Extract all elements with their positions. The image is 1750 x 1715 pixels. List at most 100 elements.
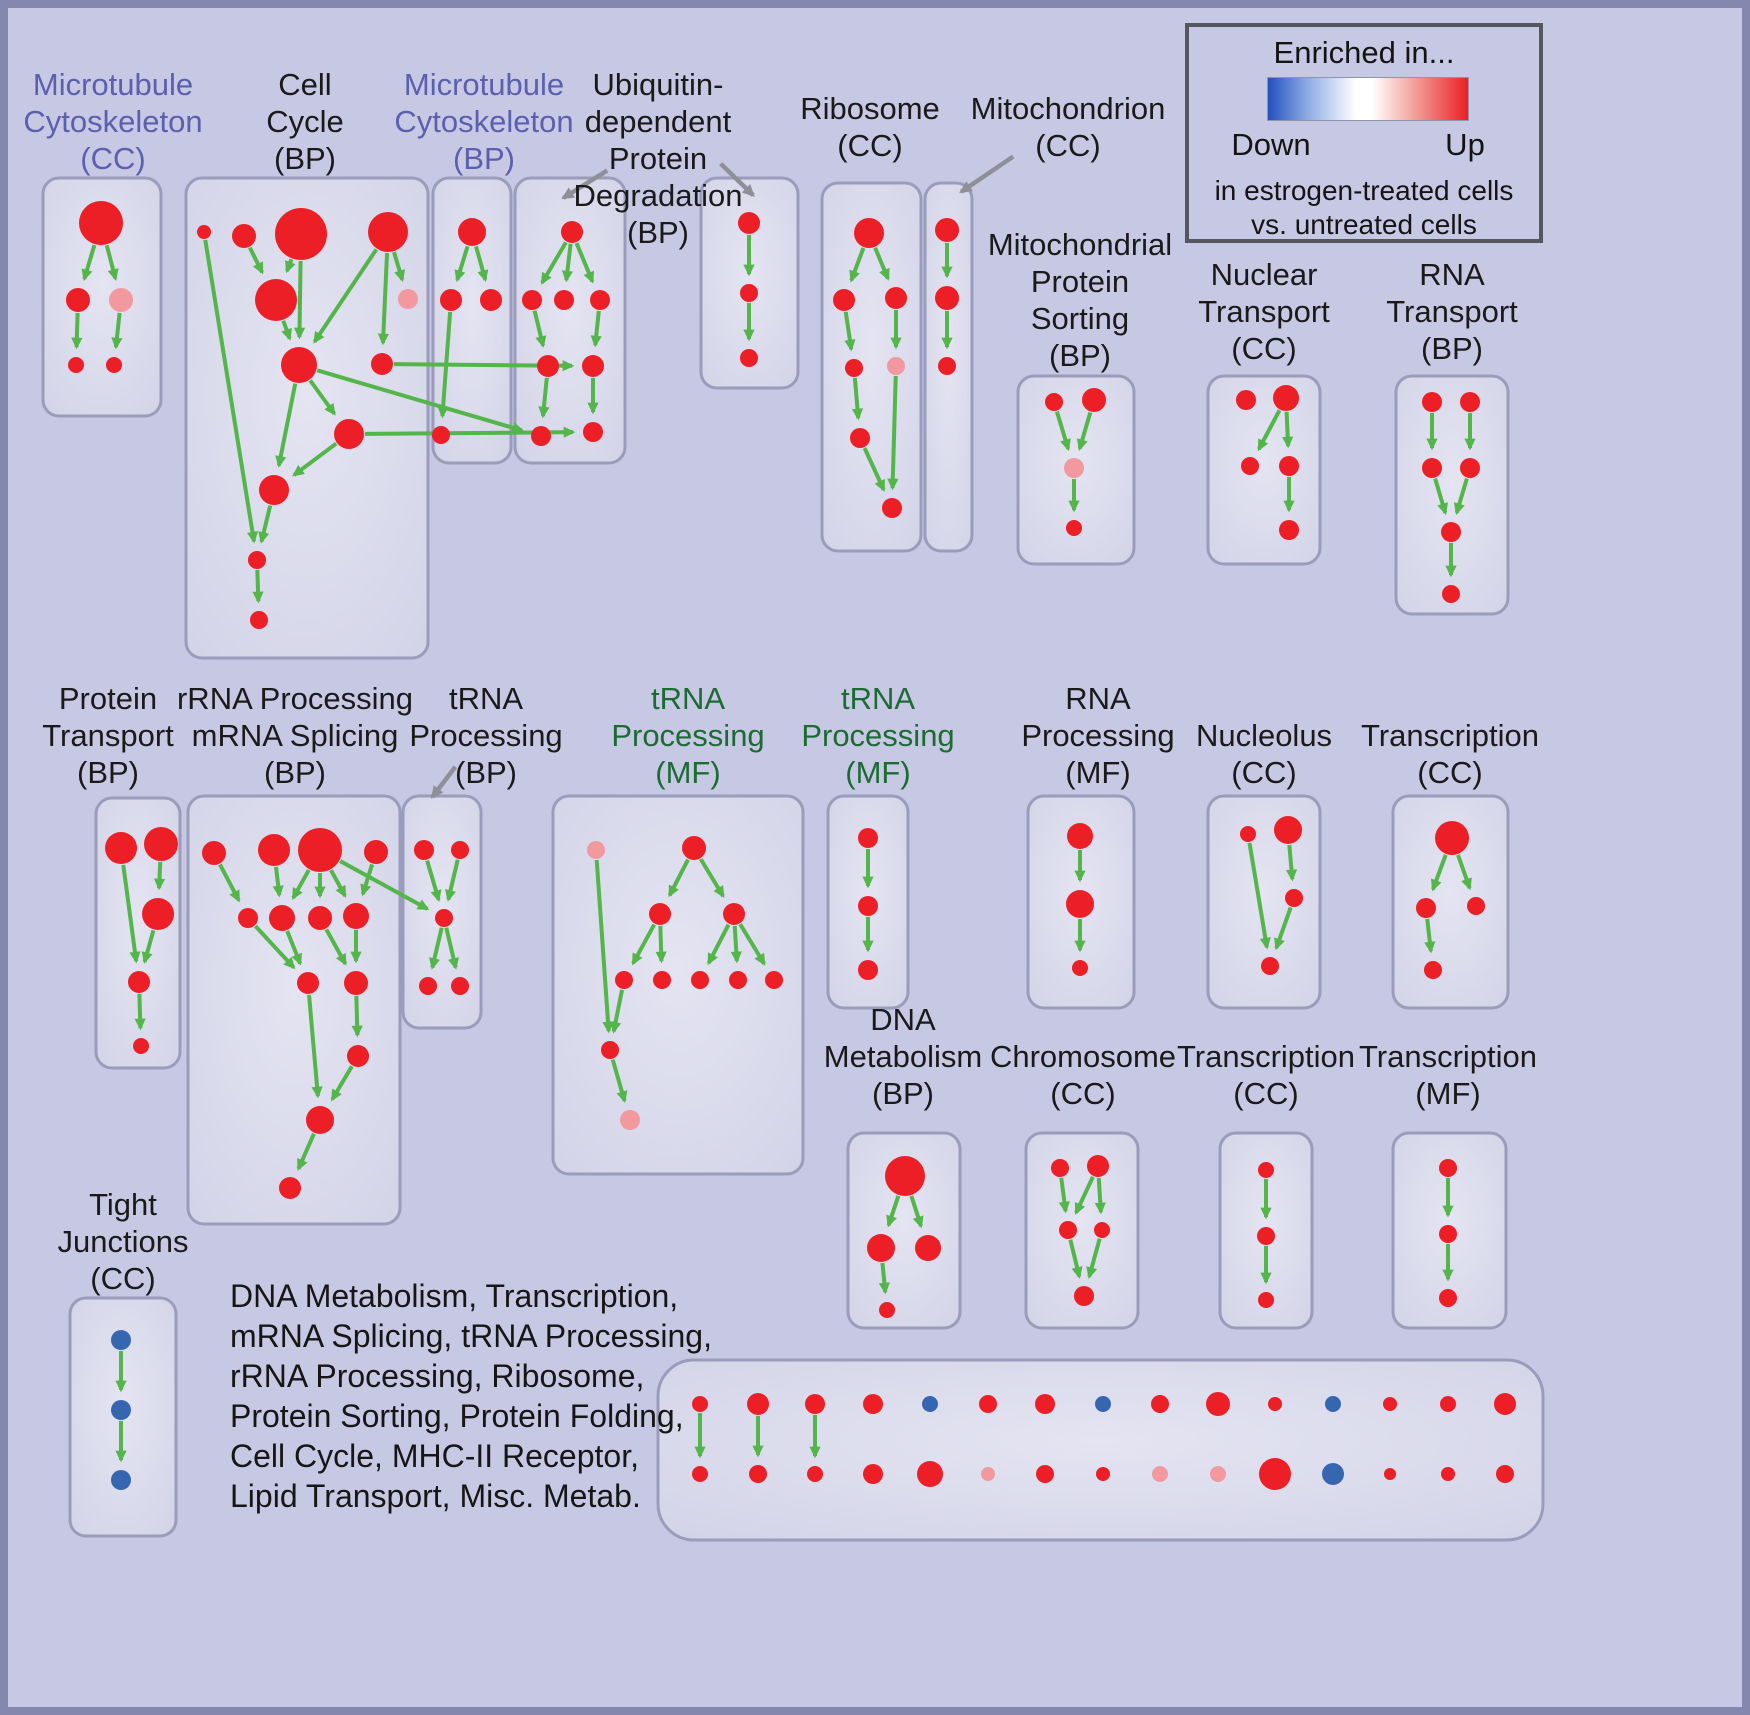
node	[259, 475, 289, 505]
node	[601, 1041, 619, 1059]
edge	[111, 312, 123, 350]
node	[111, 1400, 131, 1420]
node	[740, 284, 758, 302]
node	[371, 353, 393, 375]
node	[398, 289, 418, 309]
node	[1261, 957, 1279, 975]
edge	[203, 239, 259, 544]
caption-line: Lipid Transport, Misc. Metab.	[230, 1478, 641, 1514]
node	[863, 1394, 883, 1414]
node	[738, 212, 760, 234]
edge	[532, 310, 547, 348]
node	[807, 1466, 823, 1482]
node	[133, 1038, 149, 1054]
node	[66, 288, 90, 312]
node	[1066, 520, 1082, 536]
legend-subtitle-line1: in estrogen-treated cells	[1214, 175, 1514, 206]
node	[440, 289, 462, 311]
node	[554, 290, 574, 310]
cluster-box-ubiquitin-degradation-bp-1	[513, 176, 627, 465]
edge	[1076, 411, 1093, 452]
edge	[1094, 1177, 1106, 1215]
node	[111, 1470, 131, 1490]
edge	[360, 863, 375, 897]
cluster-box-microtubule-cytoskeleton-cc	[41, 176, 163, 418]
edge	[258, 505, 273, 544]
node	[1206, 1392, 1230, 1416]
node	[1152, 1466, 1168, 1482]
edge	[324, 928, 348, 966]
edges	[71, 235, 1476, 1463]
node	[414, 840, 434, 860]
edge	[312, 248, 378, 344]
node	[106, 357, 122, 373]
node	[729, 971, 747, 989]
node	[1045, 393, 1063, 411]
edge	[706, 923, 731, 966]
edge	[540, 241, 568, 285]
edge	[316, 368, 525, 434]
node	[1422, 392, 1442, 412]
edge	[351, 995, 363, 1038]
edge	[719, 162, 755, 197]
node	[882, 498, 902, 518]
node	[615, 971, 633, 989]
cluster-box-mixed-enrichment	[656, 1358, 1545, 1542]
node	[1435, 821, 1469, 855]
edge	[887, 375, 899, 491]
node	[1460, 458, 1480, 478]
node	[740, 349, 758, 367]
node	[79, 201, 123, 245]
node	[1072, 960, 1088, 976]
node	[1257, 1227, 1275, 1245]
edge	[425, 859, 442, 903]
node	[979, 1395, 997, 1413]
edge	[429, 927, 444, 970]
edge	[886, 1195, 901, 1228]
node	[854, 218, 884, 248]
node	[1439, 1289, 1457, 1307]
edge	[851, 377, 864, 421]
node	[1066, 890, 1094, 918]
node	[582, 355, 604, 377]
node	[279, 1177, 301, 1199]
cluster-box-trna-processing-mf-1	[551, 794, 805, 1176]
node	[1274, 816, 1302, 844]
node	[1496, 1465, 1514, 1483]
node	[1151, 1395, 1169, 1413]
edge	[134, 993, 146, 1031]
node	[343, 903, 369, 929]
node	[879, 1302, 895, 1318]
legend-title: Enriched in...	[1273, 35, 1455, 70]
edge	[330, 1065, 354, 1102]
node	[202, 841, 226, 865]
edge	[275, 383, 298, 468]
edge	[121, 864, 141, 964]
node	[109, 288, 133, 312]
node	[981, 1467, 995, 1481]
node	[1067, 823, 1093, 849]
edge	[849, 247, 866, 283]
node	[306, 1106, 334, 1134]
edge	[1285, 844, 1298, 882]
edge	[1074, 1176, 1095, 1215]
edge	[590, 310, 602, 348]
node	[887, 357, 905, 375]
edge	[655, 925, 667, 964]
node	[458, 218, 486, 246]
node	[334, 419, 364, 449]
node	[749, 1465, 767, 1483]
edge	[308, 379, 336, 416]
legend: Enriched in... Down Up in estrogen-treat…	[1185, 23, 1543, 243]
legend-down-label: Down	[1231, 127, 1311, 162]
edge	[445, 859, 460, 902]
nodes	[66, 201, 1516, 1490]
node	[1439, 1159, 1457, 1177]
node	[269, 905, 295, 931]
edge	[843, 311, 856, 352]
edge	[285, 258, 296, 274]
caption-line: mRNA Splicing, tRNA Processing,	[230, 1318, 712, 1354]
node	[451, 841, 469, 859]
node	[250, 611, 268, 629]
edge	[730, 925, 742, 964]
